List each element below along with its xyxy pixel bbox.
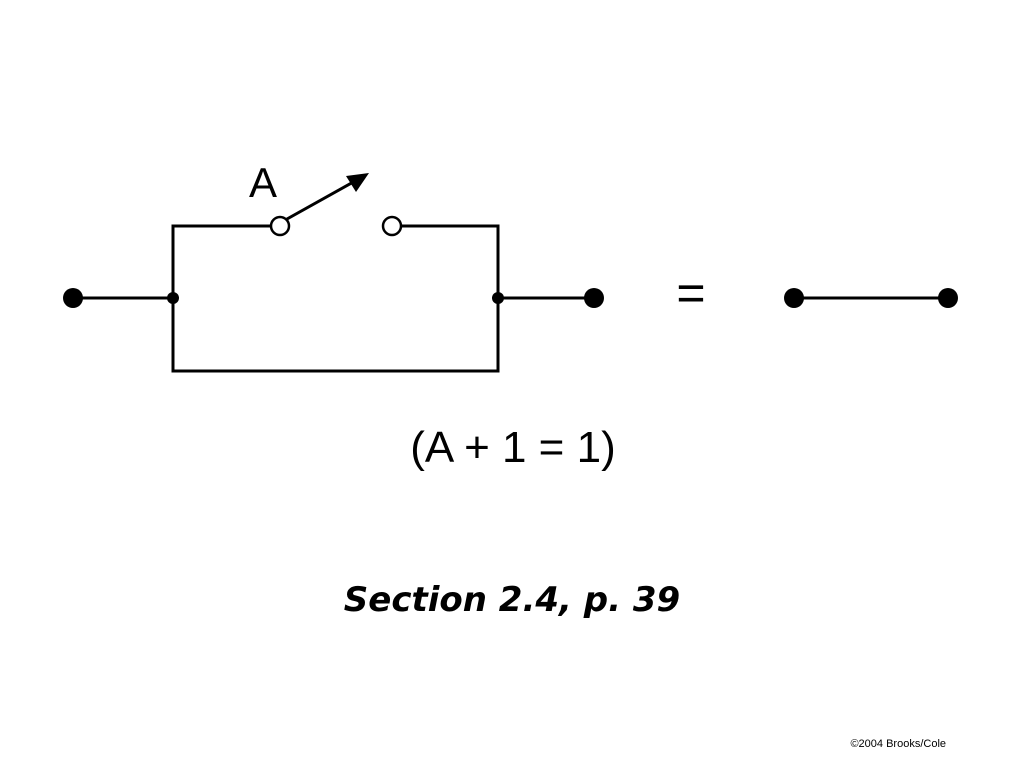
left-terminal bbox=[63, 288, 83, 308]
copyright-notice: ©2004 Brooks/Cole bbox=[850, 738, 946, 750]
equivalent-right-terminal bbox=[938, 288, 958, 308]
equivalent-left-terminal bbox=[784, 288, 804, 308]
switch-contact-right bbox=[381, 215, 403, 237]
switch-lever bbox=[284, 178, 358, 222]
boolean-equation: (A + 1 = 1) bbox=[410, 423, 615, 472]
equals-sign: = bbox=[676, 265, 705, 321]
section-reference: Section 2.4, p. 39 bbox=[343, 580, 681, 620]
switch-contact-left bbox=[269, 215, 291, 237]
right-terminal bbox=[584, 288, 604, 308]
switch-arrowhead bbox=[346, 173, 369, 192]
switch-label: A bbox=[249, 159, 277, 206]
